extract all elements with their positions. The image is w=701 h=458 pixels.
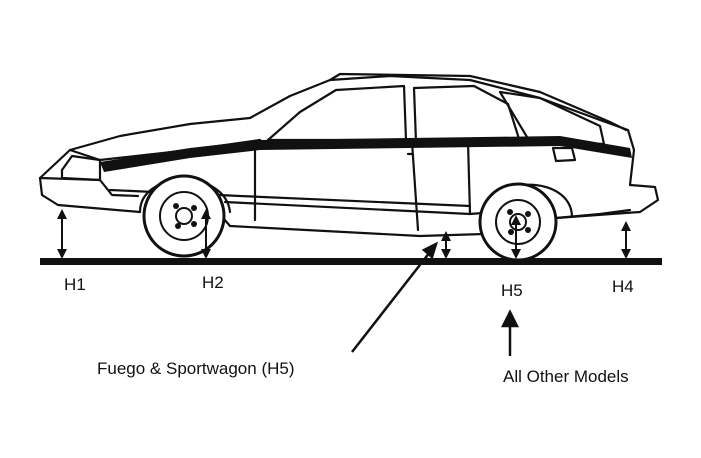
- fuego-pointer-arrow: [351, 251, 431, 353]
- h2-label: H2: [202, 273, 224, 292]
- fuego-sportwagon-label: Fuego & Sportwagon (H5): [97, 359, 295, 378]
- ground-line: [40, 258, 662, 265]
- h4-label: H4: [612, 277, 634, 296]
- h5-label: H5: [501, 281, 523, 300]
- h1-label: H1: [64, 275, 86, 294]
- all-other-models-label: All Other Models: [503, 367, 629, 386]
- front-wheel: [142, 174, 226, 258]
- rear-wheel: [478, 182, 558, 262]
- body-stripe: [100, 136, 632, 172]
- car-body: [38, 72, 660, 238]
